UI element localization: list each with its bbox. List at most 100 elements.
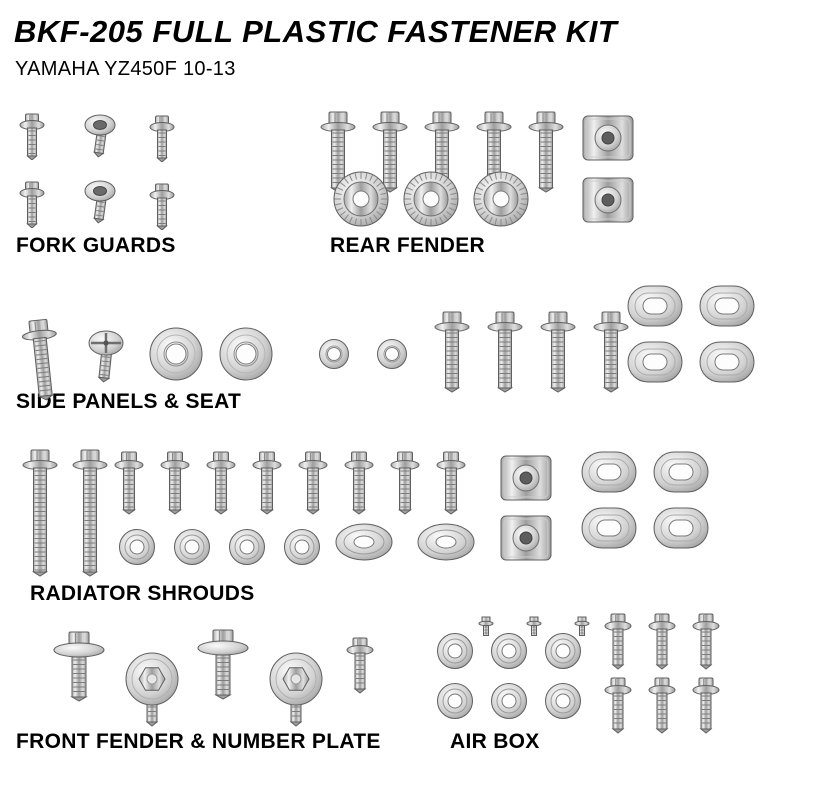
screw-pan-icon [84, 328, 128, 386]
grommet-round-icon [490, 682, 528, 720]
grommet-round-icon [436, 632, 474, 670]
part-group-air-box-screws [478, 616, 590, 638]
screw-shoulder-icon [148, 182, 176, 231]
washer-oval-icon [580, 450, 638, 494]
grommet-oval-icon [334, 522, 394, 562]
bolt-md-icon [112, 450, 146, 516]
kit-subtitle: YAMAHA YZ450F 10-13 [15, 58, 236, 80]
grommet-round-icon [436, 682, 474, 720]
part-group-fork-guards-left [18, 112, 46, 229]
grommet-round-icon [544, 632, 582, 670]
grommet-round-icon [283, 528, 321, 566]
bolt-md-icon [250, 450, 284, 516]
bolt-lg-icon [432, 310, 472, 394]
bolt-washer-v-icon [196, 628, 250, 702]
section-label-fork-guards: FORK GUARDS [16, 234, 176, 257]
part-group-front-fender-bolt-washer-2 [124, 650, 180, 728]
screw-tiny-icon [574, 616, 590, 638]
bolt-washer-f-icon [124, 650, 180, 728]
bolt-lg-icon [318, 110, 358, 194]
bolt-long-icon [20, 448, 60, 578]
part-group-front-fender-bolt [344, 636, 376, 694]
washer-oval-icon [580, 506, 638, 550]
screw-flat-icon [80, 112, 120, 160]
screw-shoulder-icon [148, 114, 176, 163]
part-group-radiator-oval-washers [580, 450, 710, 550]
bolt-sm-icon [690, 612, 722, 670]
part-group-side-panels-pan-screw [84, 328, 128, 386]
washer-serrated-icon [332, 170, 390, 228]
washer-md-icon [376, 338, 408, 370]
part-group-side-panels-bolt [18, 316, 67, 404]
section-label-air-box: AIR BOX [450, 730, 540, 753]
screw-tiny-icon [478, 616, 494, 638]
grommet-round-icon [118, 528, 156, 566]
bolt-lg-icon [18, 316, 67, 404]
part-group-radiator-oval-grommets [334, 522, 476, 562]
grommet-round-icon [228, 528, 266, 566]
part-group-air-box-grommets [436, 632, 582, 720]
bolt-lg-icon [526, 110, 566, 194]
bolt-washer-f-icon [268, 650, 324, 728]
bolt-md-icon [434, 450, 468, 516]
screw-flat-icon [80, 178, 120, 226]
bolt-sm-icon [690, 676, 722, 734]
clipnut-icon [498, 512, 554, 564]
bolt-lg-icon [538, 310, 578, 394]
washer-serrated-icon [472, 170, 530, 228]
part-group-radiator-bolts [112, 450, 468, 516]
part-group-front-fender-bolt-washer-1 [52, 630, 106, 704]
bolt-md-icon [204, 450, 238, 516]
part-group-radiator-clip-nuts [498, 452, 554, 564]
washer-oval-icon [652, 450, 710, 494]
bolt-sm-icon [602, 612, 634, 670]
bolt-md-icon [296, 450, 330, 516]
screw-tiny-icon [526, 616, 542, 638]
bolt-sm-icon [344, 636, 376, 694]
screw-shoulder-icon [18, 180, 46, 229]
washer-oval-icon [652, 506, 710, 550]
bolt-lg-icon [591, 310, 631, 394]
bolt-md-icon [342, 450, 376, 516]
grommet-oval-icon [416, 522, 476, 562]
washer-lg-icon [148, 326, 204, 382]
section-label-front-fender-number-plate: FRONT FENDER & NUMBER PLATE [16, 730, 381, 753]
washer-oval-icon [626, 284, 684, 328]
grommet-round-icon [173, 528, 211, 566]
part-group-fork-guards-middle [80, 112, 120, 226]
bolt-sm-icon [602, 676, 634, 734]
part-group-radiator-long-bolts [20, 448, 110, 578]
part-group-side-panels-large-washers [148, 326, 274, 382]
part-group-side-panels-oval-washers [626, 284, 756, 384]
washer-oval-icon [698, 284, 756, 328]
washer-serrated-icon [402, 170, 460, 228]
part-group-air-box-bolts [602, 612, 722, 734]
part-group-radiator-grommets [118, 528, 321, 566]
kit-title: BKF-205 FULL PLASTIC FASTENER KIT [14, 14, 618, 49]
screw-shoulder-icon [18, 112, 46, 161]
washer-oval-icon [698, 340, 756, 384]
washer-lg-icon [218, 326, 274, 382]
bolt-washer-v-icon [52, 630, 106, 704]
clipnut-icon [498, 452, 554, 504]
bolt-lg-icon [485, 310, 525, 394]
part-group-front-fender-bolt-washer-4 [268, 650, 324, 728]
part-group-rear-fender-clip-nuts [580, 112, 636, 226]
grommet-round-icon [490, 632, 528, 670]
clipnut-icon [580, 174, 636, 226]
bolt-long-icon [70, 448, 110, 578]
washer-oval-icon [626, 340, 684, 384]
clipnut-icon [580, 112, 636, 164]
part-group-fork-guards-right [148, 114, 176, 231]
bolt-sm-icon [646, 612, 678, 670]
part-group-side-panels-bolts [432, 310, 631, 394]
grommet-round-icon [544, 682, 582, 720]
bolt-sm-icon [646, 676, 678, 734]
bolt-md-icon [388, 450, 422, 516]
section-label-side-panels-seat: SIDE PANELS & SEAT [16, 390, 242, 413]
section-label-radiator-shrouds: RADIATOR SHROUDS [30, 582, 255, 605]
part-group-side-panels-small-washers [318, 338, 408, 370]
washer-md-icon [318, 338, 350, 370]
bolt-md-icon [158, 450, 192, 516]
